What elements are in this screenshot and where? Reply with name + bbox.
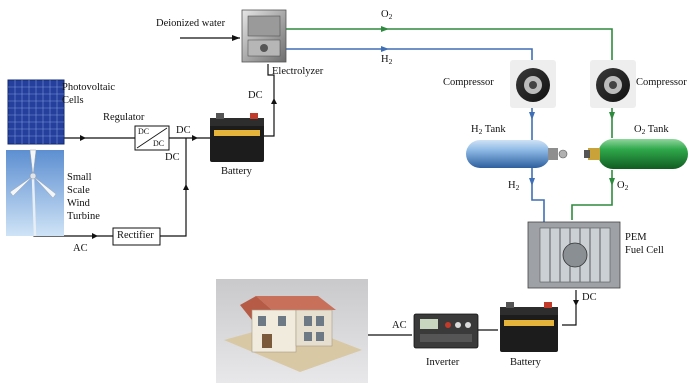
electrolyzer-dc-arrow (271, 98, 277, 104)
pem-label-line2: Fuel Cell (625, 245, 664, 256)
regulator-box-bottom-label: DC (153, 139, 165, 148)
rectifier-up-arrow (183, 184, 189, 190)
photovoltaic-label-line2: Cells (62, 95, 84, 106)
o2-line-label: O2 (381, 9, 392, 23)
electrolyzer (241, 9, 287, 63)
compressor-left (510, 60, 556, 108)
electrical-wires (33, 37, 577, 336)
wind-ac-label: AC (73, 243, 88, 254)
o2-tank-arrow (609, 112, 615, 120)
bus-arrow (192, 135, 198, 141)
o2-tank-label-sub: 2 (641, 127, 646, 136)
regulator-label: Regulator (103, 112, 145, 123)
oxygen-lines (286, 28, 613, 220)
photovoltaic-label-line1: Photovoltaic (62, 82, 116, 93)
h2-line-label-text: H (381, 54, 389, 65)
compressor-right-label: Compressor (636, 77, 687, 88)
compressor-left-label: Compressor (443, 77, 494, 88)
battery-top-label: Battery (221, 166, 252, 177)
rectifier-label: Rectifier (117, 230, 154, 241)
o2-arrow (381, 26, 389, 32)
electrolyzer-dc-label: DC (248, 90, 263, 101)
h2-line-label: H2 (381, 54, 392, 68)
photovoltaic-panel (7, 79, 65, 145)
water-arrow (232, 35, 240, 41)
battery-bottom-label: Battery (510, 357, 541, 368)
pv-arrow (80, 135, 86, 141)
h2-tank-arrow (529, 112, 535, 120)
electrolyzer-label: Electrolyzer (272, 66, 324, 77)
h2-tank-label: H2 Tank (471, 124, 506, 138)
o2-line-label-text: O (381, 9, 389, 20)
o2-tank (584, 139, 688, 169)
wind-label-line2: Scale (67, 185, 90, 196)
h2-fc-arrow (529, 178, 535, 186)
regulator-out-dc-label: DC (176, 125, 191, 136)
h2-tank-label-word: Tank (482, 124, 506, 135)
h2-tank (466, 140, 568, 168)
inverter-label: Inverter (426, 357, 460, 368)
wind-label-line4: Turbine (67, 211, 100, 222)
inverter-ac-label: AC (392, 320, 407, 331)
o2-fc-arrow (609, 178, 615, 186)
battery-top (210, 113, 264, 162)
ac-wind-arrow (92, 233, 98, 239)
o2-tank-label-word: Tank (645, 124, 669, 135)
o2-line-label-sub: 2 (388, 12, 393, 21)
o2-tank-label-text: O (634, 124, 642, 135)
fuelcell-to-battery-wire (562, 290, 577, 326)
h2-tank-label-text: H (471, 124, 479, 135)
compressor-right (590, 60, 636, 108)
fuelcell-dc-label: DC (582, 292, 597, 303)
wind-label-line1: Small (67, 172, 92, 183)
h2-arrow (381, 46, 389, 52)
rectifier-dc-label: DC (165, 152, 180, 163)
wind-label-line3: Wind (67, 198, 90, 209)
house-image (216, 279, 368, 383)
o2-tank-label: O2 Tank (634, 124, 669, 138)
h2-fuelcell-label: H2 (508, 180, 519, 194)
o2-line-electrolyzer-to-compressor (286, 28, 613, 60)
regulator-box-top-label: DC (138, 127, 150, 136)
regulator-box (134, 125, 170, 151)
fc-dc-arrow (573, 300, 579, 306)
rectifier-box (112, 227, 161, 246)
h2-line-label-sub: 2 (388, 57, 393, 66)
h2-tank-label-sub: 2 (478, 127, 483, 136)
o2-fuelcell-label: O2 (617, 180, 628, 194)
h2-fuelcell-label-text: H (508, 180, 516, 191)
battery-bottom (500, 302, 558, 352)
h2-fuelcell-label-sub: 2 (515, 183, 520, 192)
o2-fuelcell-label-text: O (617, 180, 625, 191)
gas-arrows (381, 26, 615, 186)
pem-fuel-cell (527, 221, 621, 289)
pem-label-line1: PEM (625, 232, 647, 243)
rectifier-to-bus-wire (160, 138, 187, 237)
h2-line-tank-to-fuelcell (531, 168, 545, 222)
h2-line-electrolyzer-to-compressor (286, 48, 533, 60)
o2-fuelcell-label-sub: 2 (624, 183, 629, 192)
battery-to-electrolyzer-wire (264, 64, 275, 137)
inverter-device (413, 313, 479, 349)
deionized-water-label: Deionized water (156, 18, 226, 29)
o2-line-tank-to-fuelcell (571, 170, 613, 220)
wire-arrows (80, 35, 579, 306)
wind-turbine-image (6, 149, 64, 237)
